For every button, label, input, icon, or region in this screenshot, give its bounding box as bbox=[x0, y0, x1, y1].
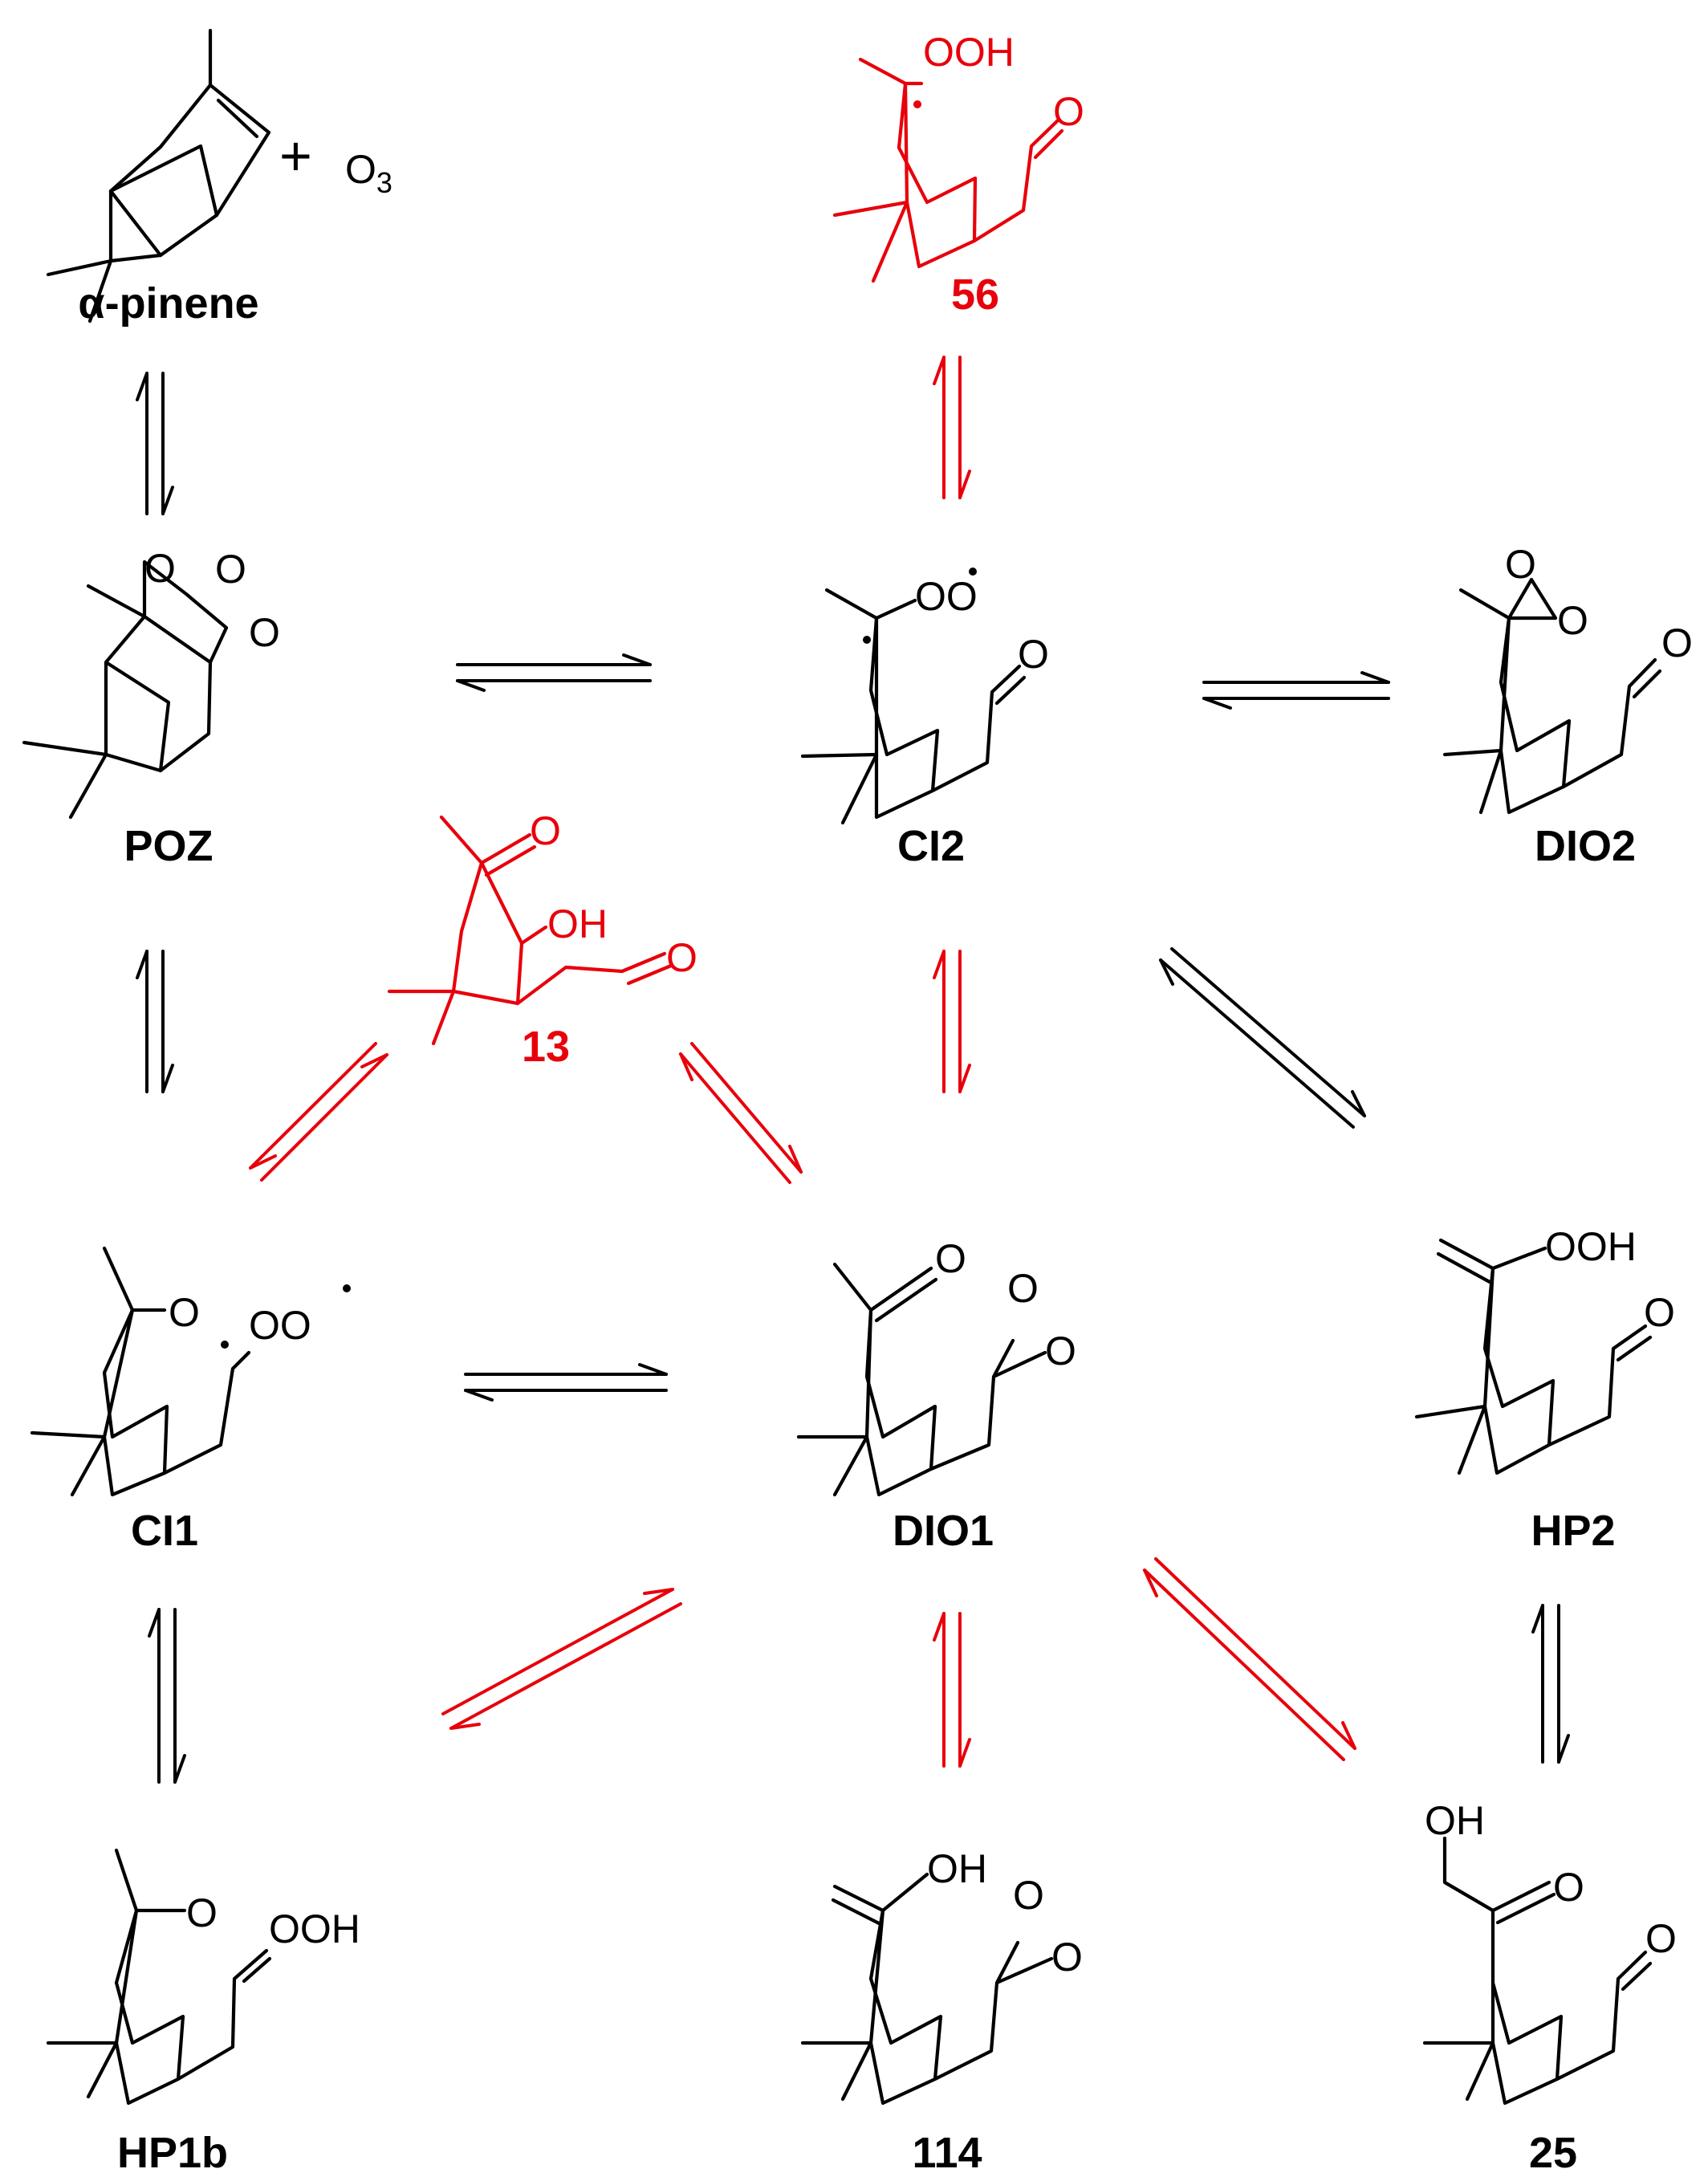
arrow-alpha-pinene-poz bbox=[136, 372, 174, 515]
arrow-hp2-25 bbox=[1531, 1604, 1570, 1764]
poz-label: POZ bbox=[124, 822, 213, 870]
compound-56-structure: OOH O 56 bbox=[832, 30, 1084, 319]
hp1b-structure: O OOH HP1b bbox=[46, 1848, 360, 2177]
arrow-13-dio1 bbox=[679, 1042, 803, 1184]
dio1-label: DIO1 bbox=[893, 1507, 994, 1555]
arrow-ci1-dio1 bbox=[464, 1363, 668, 1402]
c114-o1-label: O bbox=[1013, 1873, 1044, 1918]
poz-o3-label: O bbox=[249, 610, 280, 655]
ci1-label: CI1 bbox=[131, 1507, 198, 1555]
hp1b-ooh-label: OOH bbox=[269, 1906, 360, 1951]
arrow-dio1-114 bbox=[933, 1612, 971, 1768]
alpha-pinene-structure: + O3 α-pinene bbox=[46, 28, 392, 328]
hydroxyl-label: OH bbox=[547, 901, 608, 946]
poz-structure: O O O POZ bbox=[22, 546, 280, 870]
radical-dot bbox=[343, 1284, 351, 1292]
arrow-ci1-hp1b bbox=[148, 1608, 186, 1784]
compound-114-label: 114 bbox=[912, 2129, 982, 2177]
c114-oh-label: OH bbox=[927, 1846, 987, 1891]
arrow-13-ci1 bbox=[249, 1042, 388, 1182]
dio2-label: DIO2 bbox=[1535, 822, 1636, 870]
ci1-structure: O OO CI1 bbox=[30, 1246, 351, 1555]
radical-dot bbox=[863, 636, 871, 644]
compound-25-label: 25 bbox=[1529, 2129, 1577, 2177]
aldehyde-o-label: O bbox=[1053, 89, 1084, 134]
poz-o2-label: O bbox=[215, 547, 246, 592]
dio1-structure: O O O DIO1 bbox=[796, 1236, 1076, 1555]
ooh-label: OOH bbox=[923, 30, 1015, 75]
hp2-structure: OOH O HP2 bbox=[1414, 1224, 1675, 1555]
c25-aldehyde-o-label: O bbox=[1645, 1916, 1677, 1961]
arrow-ci2-dio1 bbox=[933, 950, 971, 1093]
ci1-ketone-o-label: O bbox=[169, 1290, 200, 1335]
radical-dot bbox=[969, 568, 977, 576]
hp2-o-label: O bbox=[1644, 1290, 1675, 1335]
dio2-o2-label: O bbox=[1557, 598, 1588, 643]
arrow-dio1-hp1b bbox=[441, 1588, 682, 1730]
arrow-dio1-25 bbox=[1143, 1557, 1356, 1761]
ci2-label: CI2 bbox=[897, 822, 965, 870]
alpha-pinene-label: α-pinene bbox=[78, 279, 258, 328]
ci2-oo-label: OO bbox=[915, 574, 978, 619]
hp1b-ketone-o-label: O bbox=[186, 1890, 218, 1935]
ci2-structure: OO O CI2 bbox=[800, 568, 1049, 870]
ci1-oo-label: OO bbox=[249, 1303, 311, 1348]
arrow-ci2-hp2 bbox=[1159, 947, 1366, 1129]
compound-13-structure: O OH O 13 bbox=[387, 808, 697, 1071]
plus-sign: + bbox=[279, 124, 312, 187]
dio2-structure: O O O DIO2 bbox=[1442, 542, 1693, 870]
hp2-label: HP2 bbox=[1531, 1507, 1615, 1555]
radical-dot bbox=[221, 1341, 229, 1349]
compound-114-structure: OH O O 114 bbox=[800, 1846, 1083, 2177]
dio1-o1-label: O bbox=[1007, 1266, 1039, 1311]
dio2-o1-label: O bbox=[1505, 542, 1536, 587]
compound-13-label: 13 bbox=[522, 1023, 570, 1071]
hp2-ooh-label: OOH bbox=[1545, 1224, 1637, 1269]
ci2-o-label: O bbox=[1018, 632, 1049, 677]
equilibrium-arrows bbox=[136, 356, 1570, 1784]
poz-o1-label: O bbox=[144, 546, 176, 591]
arrow-ci2-dio2 bbox=[1202, 671, 1390, 710]
c25-oh-label: OH bbox=[1425, 1798, 1485, 1843]
dio2-o3-label: O bbox=[1661, 621, 1693, 665]
hp1b-label: HP1b bbox=[117, 2129, 228, 2177]
dio1-o2-label: O bbox=[1045, 1329, 1076, 1373]
arrow-56-ci2 bbox=[933, 356, 971, 499]
ketone-o-label: O bbox=[530, 808, 561, 853]
arrow-poz-ci2 bbox=[456, 653, 652, 692]
radical-dot bbox=[913, 100, 921, 108]
c114-o2-label: O bbox=[1051, 1935, 1083, 1980]
c25-ketone-o-label: O bbox=[1553, 1865, 1584, 1910]
compound-25-structure: OH O O 25 bbox=[1422, 1798, 1677, 2177]
arrow-poz-ci1 bbox=[136, 950, 174, 1093]
compound-56-label: 56 bbox=[951, 271, 999, 319]
ozone-label: O3 bbox=[345, 147, 392, 199]
dio1-ketone-o-label: O bbox=[935, 1236, 966, 1281]
aldehyde-o-label: O bbox=[666, 935, 697, 980]
